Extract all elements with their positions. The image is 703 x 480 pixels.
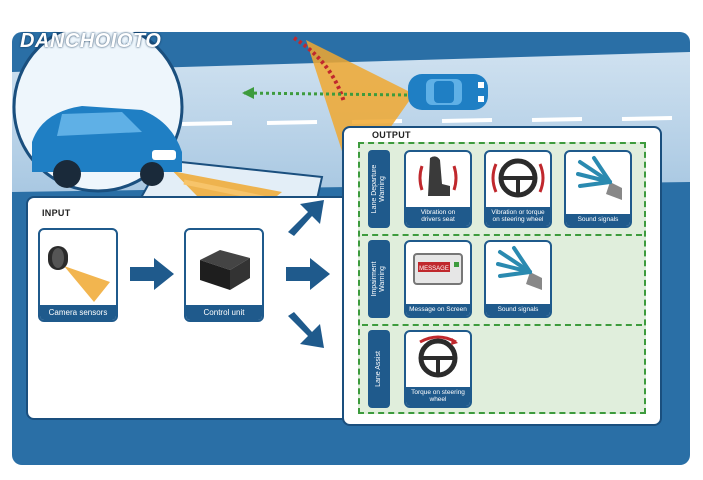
output-item-sound-signals: Sound signals [564,150,632,228]
control-unit-card: Control unit [184,228,264,322]
output-item-caption: Sound signals [486,304,550,316]
arrow-right-icon [130,258,174,290]
output-panel: OUTPUT Lane Departure Warning Vibration … [342,126,662,426]
arrow-up-right-icon [288,200,324,236]
arrow-right-icon [286,258,330,290]
brand-logo-suffix: .VN [120,40,132,47]
row-label-line: Warning [379,266,386,292]
output-item-caption: Message on Screen [406,304,470,316]
row-label-line: Impairment [371,261,378,297]
camera-sensors-card: Camera sensors [38,228,118,322]
lane-markings [181,116,673,126]
output-title: OUTPUT [372,130,411,140]
speaker-icon [576,156,622,200]
row-separator [362,324,642,326]
steering-wheel-icon [491,158,545,198]
row-label-line: Lane Assist [375,351,382,387]
row-label-line: Warning [379,176,386,202]
speaker-icon [496,246,542,290]
control-unit-label: Control unit [186,305,262,320]
message-screen-icon: MESSAGE [413,253,463,285]
arrow-down-right-icon [288,312,324,348]
output-item-sound-signals: Sound signals [484,240,552,318]
seat-vibration-icon [418,156,458,196]
zoomed-car [32,106,182,188]
input-panel: INPUT Camera sensors Control unit [26,196,360,420]
row-label-impairment-warning: Impairment Warning [368,240,390,318]
warning-arc [292,36,346,103]
camera-sensors-label: Camera sensors [40,305,116,320]
row-label-lane-assist: Lane Assist [368,330,390,408]
output-item-message-screen: MESSAGE Message on Screen [404,240,472,318]
brand-logo: DANCHOIOTO [20,30,162,52]
message-screen-text: MESSAGE [419,266,449,272]
row-label-line: Lane Departure [371,164,378,214]
row-separator [362,234,642,236]
camera-icon [48,246,110,302]
input-title: INPUT [42,208,71,218]
control-unit-icon [200,250,250,290]
row-label-lane-departure-warning: Lane Departure Warning [368,150,390,228]
top-car [408,74,488,110]
output-item-caption: Sound signals [566,214,630,226]
steering-wheel-icon [418,335,458,378]
